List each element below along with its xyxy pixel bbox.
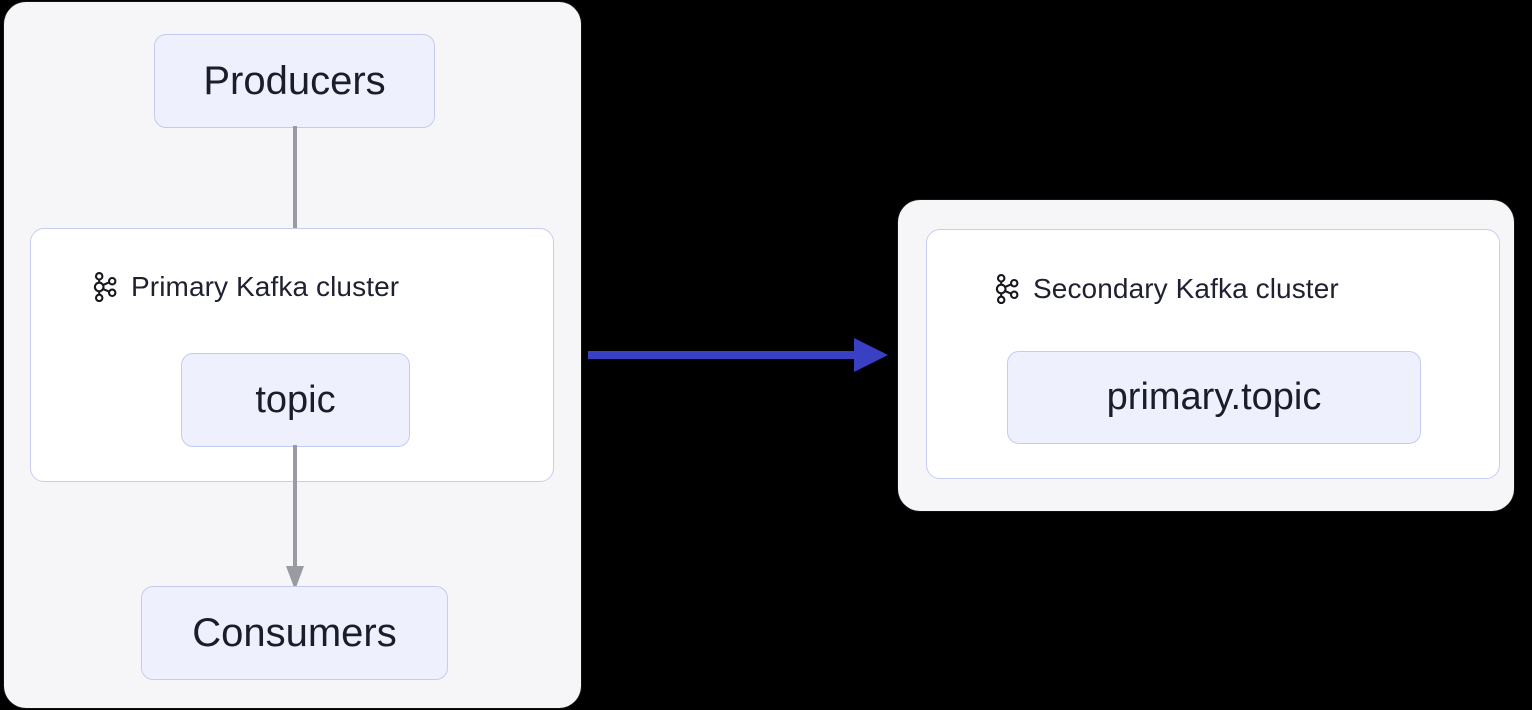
kafka-icon bbox=[93, 272, 119, 303]
primary-cluster-header: Primary Kafka cluster bbox=[93, 271, 400, 303]
secondary-cluster-box: Secondary Kafka cluster primary.topic bbox=[926, 229, 1500, 479]
producers-node[interactable]: Producers bbox=[154, 34, 435, 128]
primary-cluster-box: Primary Kafka cluster topic bbox=[30, 228, 554, 482]
secondary-cluster-panel: Secondary Kafka cluster primary.topic bbox=[898, 200, 1514, 511]
secondary-cluster-label: Secondary Kafka cluster bbox=[1033, 273, 1339, 304]
mirrored-topic-node[interactable]: primary.topic bbox=[1007, 351, 1421, 444]
primary-cluster-panel: Producers bbox=[4, 2, 581, 708]
topic-to-consumers-arrow bbox=[282, 445, 308, 590]
secondary-cluster-header: Secondary Kafka cluster bbox=[995, 273, 1339, 305]
kafka-icon bbox=[995, 274, 1021, 305]
topic-node[interactable]: topic bbox=[181, 353, 410, 447]
replication-arrow bbox=[588, 334, 890, 376]
primary-cluster-label: Primary Kafka cluster bbox=[131, 271, 400, 302]
consumers-node[interactable]: Consumers bbox=[141, 586, 448, 680]
